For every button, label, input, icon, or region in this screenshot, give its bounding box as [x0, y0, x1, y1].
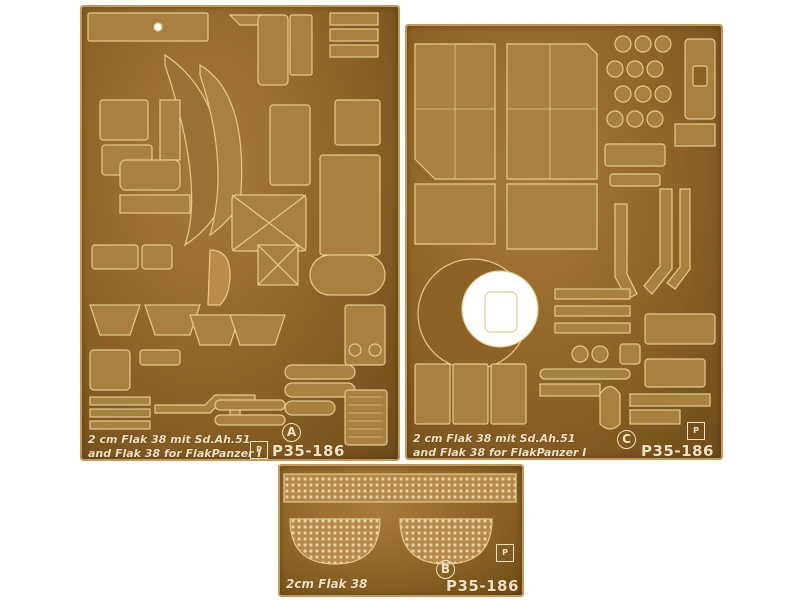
fret-c-title-line1: 2 cm Flak 38 mit Sd.Ah.51	[413, 432, 576, 445]
fret-a-parts	[87, 12, 388, 446]
fret-c-letter-badge: C	[617, 430, 636, 449]
photo-etch-fret-a: 2 cm Flak 38 mit Sd.Ah.51 and Flak 38 fo…	[80, 5, 400, 461]
fret-c-title-line2: and Flak 38 for FlakPanzer I	[413, 446, 587, 459]
fret-a-letter-badge: A	[282, 423, 301, 442]
fret-c-code: P35-186	[641, 442, 714, 460]
fret-c-logo-icon: P	[687, 422, 705, 440]
fret-b-letter-badge: B	[436, 560, 455, 579]
fret-b-parts	[283, 473, 517, 565]
fret-b-code: P35-186	[446, 577, 519, 595]
fret-c-parts	[414, 35, 716, 430]
fret-b-logo-icon: P	[496, 544, 514, 562]
fret-a-title-line2: and Flak 38 for FlakPanzer I	[88, 447, 262, 460]
photo-etch-fret-c: 2 cm Flak 38 mit Sd.Ah.51 and Flak 38 fo…	[405, 24, 723, 460]
fret-a-logo-icon: P	[250, 441, 268, 459]
photo-etch-fret-b: 2cm Flak 38 B P P35-186	[278, 464, 524, 597]
fret-a-title-line1: 2 cm Flak 38 mit Sd.Ah.51	[88, 433, 251, 446]
fret-b-title: 2cm Flak 38	[286, 577, 368, 591]
fret-a-code: P35-186	[272, 442, 345, 460]
